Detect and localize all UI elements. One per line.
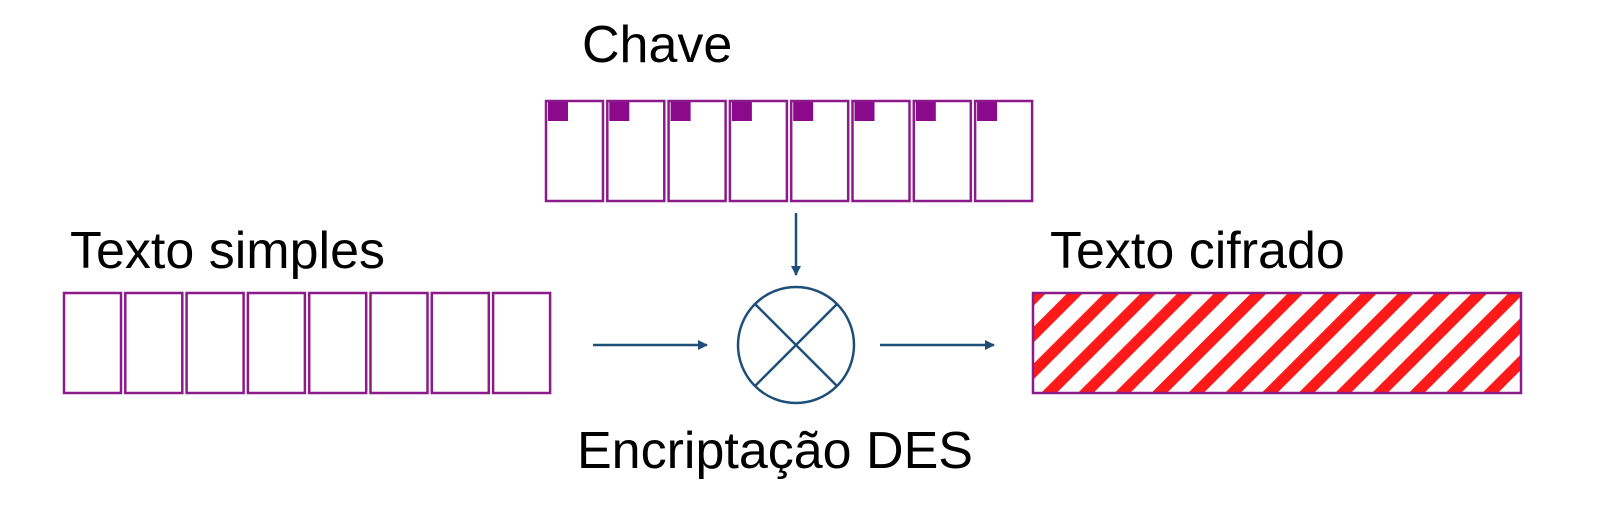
plaintext-byte-block — [246, 291, 307, 395]
parity-bit-marker — [915, 102, 936, 121]
parity-bit-marker — [731, 102, 752, 121]
parity-bit-marker — [793, 102, 814, 121]
plaintext-byte-block — [185, 291, 245, 395]
plaintext-byte-block — [62, 291, 123, 395]
operation-label: Encriptação DES — [577, 422, 973, 480]
ciphertext-label: Texto cifrado — [1050, 222, 1345, 280]
plaintext-byte-block — [124, 291, 184, 395]
parity-bit-marker — [670, 102, 691, 121]
plaintext-block-group — [62, 291, 552, 395]
plaintext-byte-block — [369, 291, 429, 395]
plaintext-byte-block — [430, 291, 491, 395]
plaintext-byte-block — [307, 291, 368, 395]
parity-bit-marker — [609, 102, 630, 121]
key-label: Chave — [582, 16, 732, 74]
ciphertext-block — [1031, 291, 1523, 395]
parity-bit-marker — [977, 102, 998, 121]
plaintext-byte-block — [491, 291, 552, 395]
parity-bit-marker — [548, 102, 568, 121]
plaintext-label: Texto simples — [70, 222, 385, 280]
parity-bit-marker — [854, 102, 875, 121]
xor-operator-icon — [736, 285, 856, 405]
key-block-group — [544, 99, 1034, 203]
